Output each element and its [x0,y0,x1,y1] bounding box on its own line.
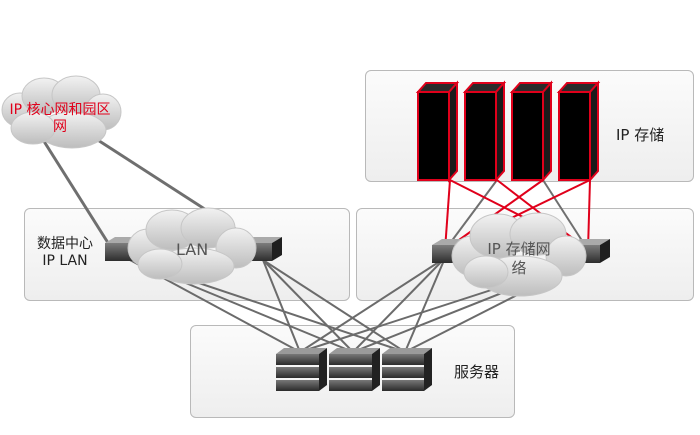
storage-array-3-icon [509,80,554,183]
storage-gray-links [444,179,589,251]
server-stack-3-icon [382,348,432,391]
core-network-cloud-icon [1,75,122,149]
lan-cloud-icon [127,207,257,285]
core-network-label: IP 核心网和园区网 [9,102,111,135]
storage-array-2-icon [462,80,507,183]
server-stack-2-icon [329,348,380,391]
servers-label: 服务器 [454,363,500,381]
server-stack-1-icon [276,348,327,391]
ip-storage-label: IP 存储 [616,126,665,144]
storage-network-cloud-icon [451,212,587,297]
storage-array-4-icon [556,80,601,183]
datacenter-lan-label: 数据中心 IP LAN [37,236,93,269]
ip-storage-network-label: IP 存储网络 [487,240,551,277]
lan-label: LAN [176,240,209,259]
storage-array-1-icon [415,80,460,183]
